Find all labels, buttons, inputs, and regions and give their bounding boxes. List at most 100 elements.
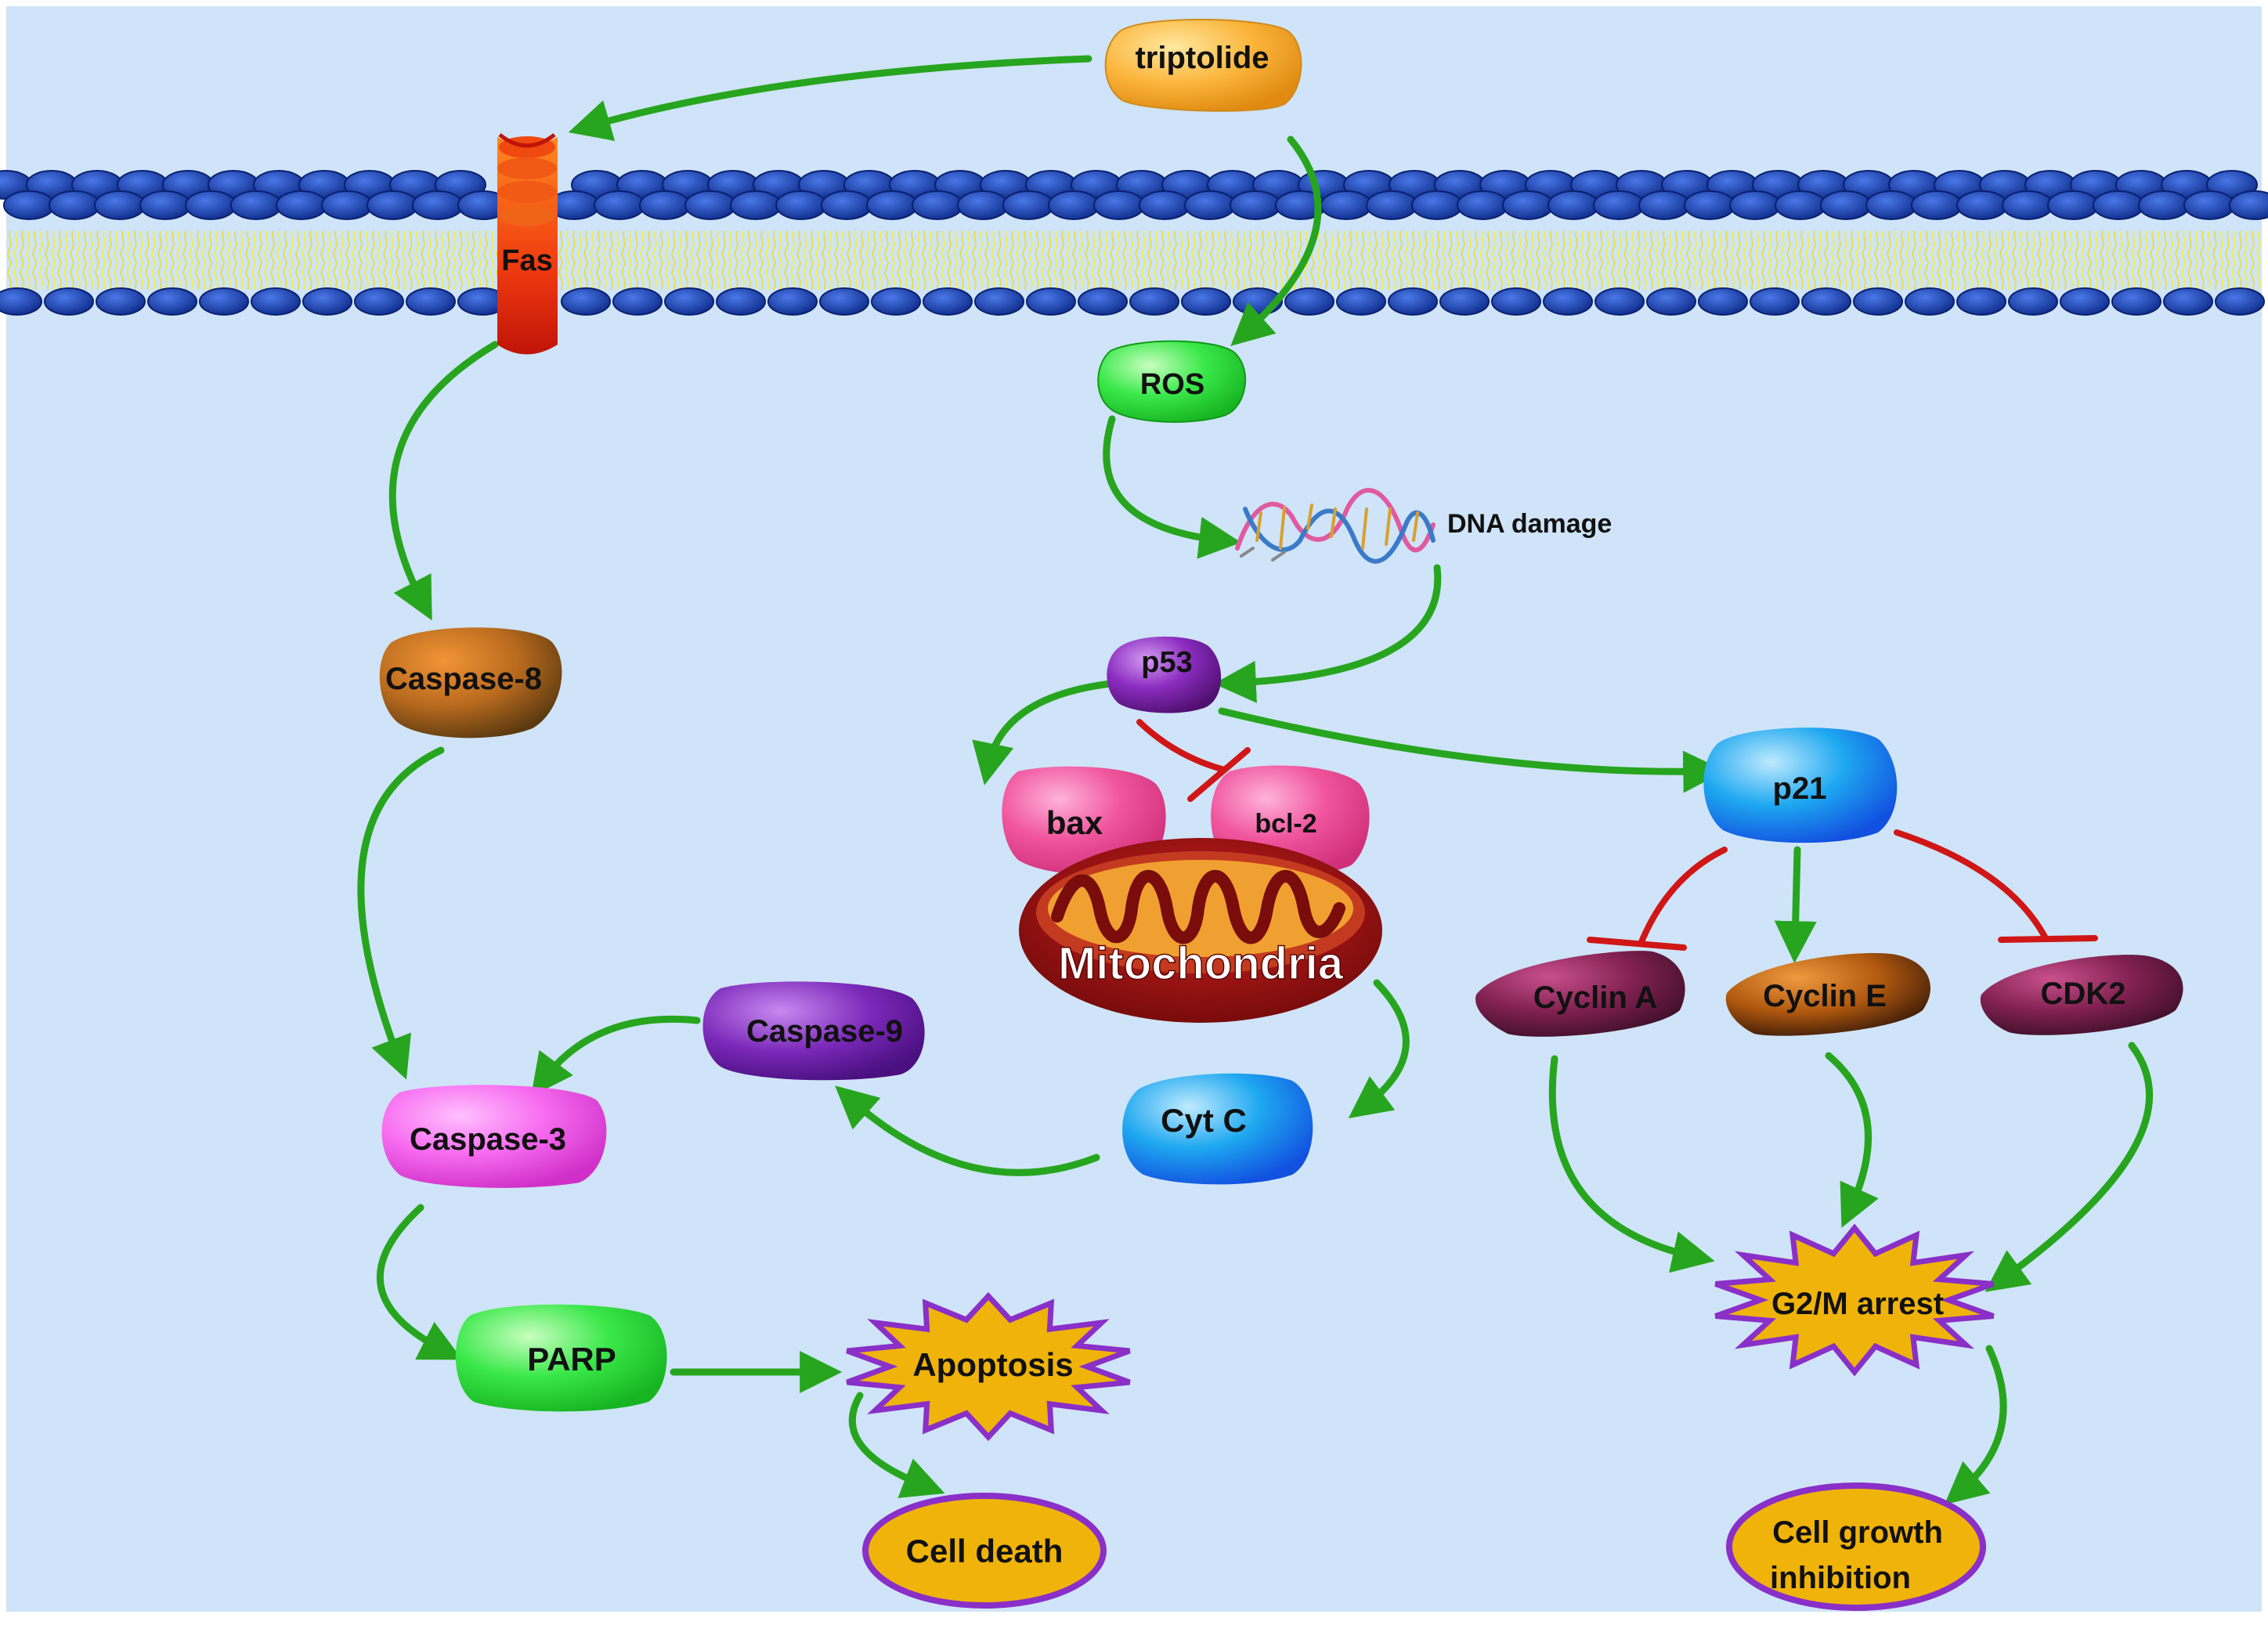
- phospholipid-head: [957, 190, 1009, 220]
- node-triptolide[interactable]: triptolide: [1104, 19, 1302, 112]
- arrow-dna-p53: [1213, 564, 1442, 703]
- label-cell-growth-line2: inhibition: [1770, 1561, 1911, 1595]
- phospholipid-head: [2183, 190, 2235, 220]
- phospholipid-head: [3, 190, 55, 220]
- phospholipid-head: [594, 190, 645, 220]
- phospholipid-head: [1956, 190, 2008, 220]
- phospholipid-head: [412, 190, 464, 220]
- cell-membrane: [0, 170, 2268, 316]
- label-fas: Fas: [501, 244, 552, 277]
- phospholipid-head: [321, 190, 373, 220]
- phospholipid-head: [1002, 190, 1054, 220]
- arrow-caspase8-caspase3: [357, 746, 445, 1080]
- phospholipid-head: [1184, 190, 1236, 220]
- node-cell-death[interactable]: Cell death: [862, 1493, 1107, 1609]
- phospholipid-head: [1502, 190, 1554, 220]
- phospholipid-head: [664, 287, 714, 316]
- phospholipid-head: [775, 190, 827, 220]
- arrow-cdk2-g2m: [1984, 1042, 2153, 1292]
- inhibit-p21-cdk2: [1894, 829, 2049, 941]
- phospholipid-head: [1801, 287, 1851, 316]
- node-ros[interactable]: ROS: [1097, 340, 1247, 423]
- phospholipid-head: [2093, 190, 2144, 220]
- node-caspase-9[interactable]: Caspase-9: [702, 981, 925, 1081]
- phospholipid-head: [1336, 287, 1386, 316]
- phospholipid-head: [1905, 287, 1955, 316]
- phospholipid-head: [1548, 190, 1599, 220]
- label-cell-growth-line1: Cell growth: [1772, 1515, 1943, 1550]
- phospholipid-head: [367, 190, 418, 220]
- phospholipid-head: [1388, 287, 1438, 316]
- inhibit-p21-cyclina: [1638, 847, 1728, 947]
- tbar-bcl2: [1187, 747, 1251, 802]
- label-cyclin-e: Cyclin E: [1763, 979, 1887, 1013]
- node-caspase-8[interactable]: Caspase-8: [379, 627, 562, 738]
- phospholipid-head: [767, 287, 818, 316]
- phospholipid-head: [251, 287, 301, 316]
- label-cyclin-a: Cyclin A: [1533, 980, 1658, 1015]
- phospholipid-head: [49, 190, 100, 220]
- inhibit-p53-bcl2: [1136, 719, 1225, 772]
- phospholipid-head: [2111, 287, 2161, 316]
- phospholipid-head: [923, 287, 973, 316]
- phospholipid-head: [1956, 287, 2006, 316]
- phospholipid-head: [1230, 190, 1281, 220]
- phospholipid-head: [1646, 287, 1696, 316]
- phospholipid-head: [1320, 190, 1372, 220]
- tbar-cyclina: [1587, 937, 1687, 951]
- arrow-fas-caspase8: [388, 341, 499, 621]
- phospholipid-head: [406, 287, 456, 316]
- phospholipid-heads: [0, 170, 2268, 316]
- phospholipid-head: [1853, 287, 1903, 316]
- phospholipid-head: [2215, 287, 2265, 316]
- phospholipid-head: [612, 287, 663, 316]
- arrow-p53-p21: [1218, 707, 1726, 793]
- phospholipid-head: [276, 190, 327, 220]
- phospholipid-head: [2047, 190, 2099, 220]
- node-caspase-3[interactable]: Caspase-3: [381, 1085, 607, 1188]
- tbar-cdk2: [1998, 935, 2098, 943]
- node-parp[interactable]: PARP: [455, 1304, 667, 1412]
- arrow-cyclina-g2m: [1548, 1055, 1715, 1273]
- node-p21[interactable]: p21: [1703, 728, 1898, 843]
- phospholipid-head: [185, 190, 237, 220]
- phospholipid-head: [1439, 287, 1490, 316]
- phospholipid-head: [871, 287, 921, 316]
- node-dna-damage[interactable]: DNA damage: [1235, 488, 1612, 564]
- arrow-cytc-caspase9: [835, 1085, 1100, 1176]
- node-apoptosis[interactable]: Apoptosis: [846, 1291, 1131, 1442]
- label-p53: p53: [1141, 646, 1192, 679]
- node-mitochondria[interactable]: Mitochondria: [1019, 838, 1382, 1023]
- inhibition-arrows: [1136, 719, 2098, 951]
- phospholipid-head: [1911, 190, 1963, 220]
- phospholipid-head: [730, 190, 782, 220]
- phospholipid-head: [1284, 287, 1334, 316]
- label-triptolide: triptolide: [1135, 41, 1269, 75]
- node-cell-growth-inhibition[interactable]: Cell growth inhibition: [1726, 1482, 1986, 1611]
- arrow-apoptosis-celldeath: [848, 1392, 945, 1498]
- label-caspase-8: Caspase-8: [385, 662, 542, 696]
- node-cyclin-e[interactable]: Cyclin E: [1725, 953, 1930, 1036]
- label-bax: bax: [1046, 804, 1103, 841]
- activation-arrows: [357, 55, 2153, 1505]
- node-fas-receptor[interactable]: Fas: [497, 133, 558, 355]
- node-p53[interactable]: p53: [1107, 636, 1222, 713]
- label-g2m-arrest: G2/M arrest: [1771, 1287, 1944, 1321]
- phospholipid-head: [2229, 190, 2268, 220]
- label-caspase-3: Caspase-3: [410, 1122, 566, 1157]
- node-cyt-c[interactable]: Cyt C: [1122, 1073, 1313, 1185]
- node-cyclin-a[interactable]: Cyclin A: [1475, 951, 1685, 1037]
- node-g2m-arrest[interactable]: G2/M arrest: [1714, 1223, 1995, 1377]
- phospholipid-head: [1698, 287, 1748, 316]
- node-cdk2[interactable]: CDK2: [1980, 955, 2183, 1035]
- phospholipid-head: [866, 190, 918, 220]
- phospholipid-head: [302, 287, 352, 316]
- label-cell-death: Cell death: [906, 1533, 1064, 1569]
- phospholipid-head: [1491, 287, 1541, 316]
- phospholipid-head: [1026, 287, 1076, 316]
- phospholipid-head: [821, 190, 872, 220]
- phospholipid-head: [1729, 190, 1781, 220]
- phospholipid-head: [716, 287, 766, 316]
